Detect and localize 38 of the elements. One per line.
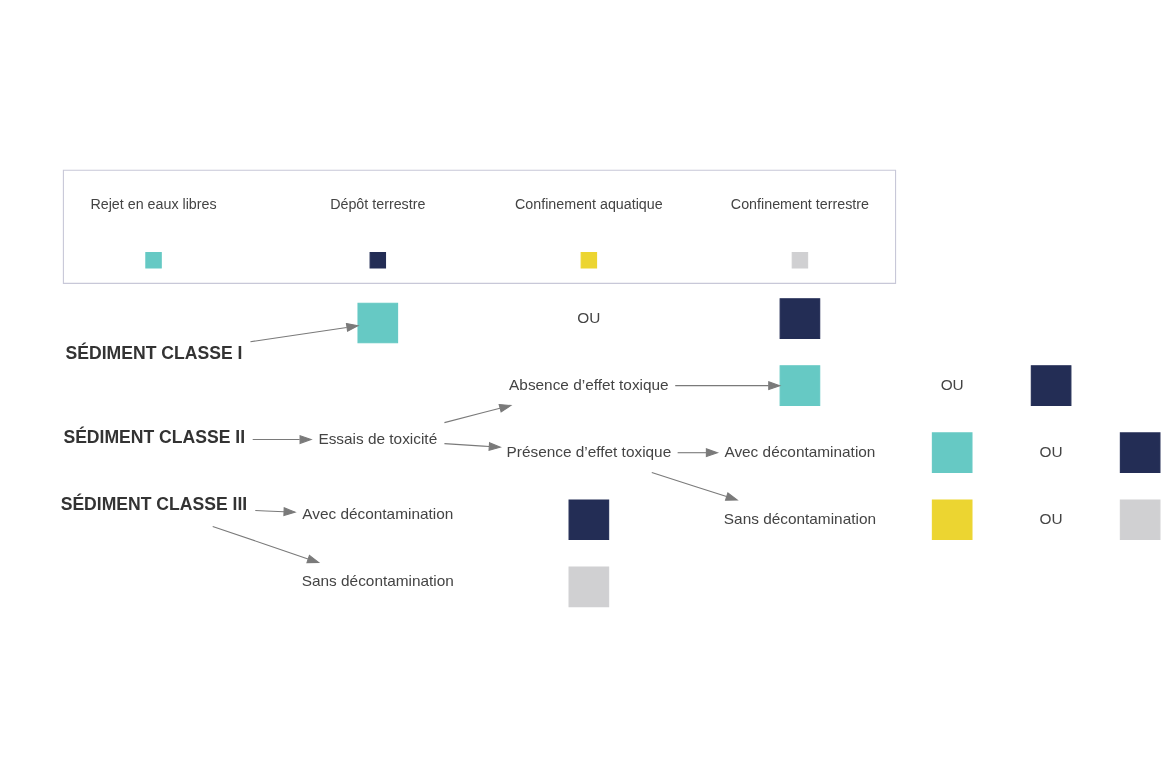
node-box bbox=[1030, 365, 1072, 406]
arrow bbox=[254, 507, 297, 517]
arrow bbox=[249, 322, 360, 343]
node-box bbox=[779, 298, 821, 339]
node-text: Présence d’effet toxique bbox=[506, 442, 672, 460]
label: OU bbox=[940, 375, 964, 393]
node-box bbox=[62, 169, 897, 284]
node-text: Absence d’effet toxique bbox=[509, 375, 669, 393]
arrow bbox=[212, 525, 321, 564]
legend-label: Rejet en eaux libres bbox=[90, 196, 217, 213]
label: OU bbox=[577, 308, 601, 326]
node-text: SÉDIMENT CLASSE II bbox=[63, 426, 246, 447]
node-text: SÉDIMENT CLASSE I bbox=[65, 343, 243, 364]
legend-label: Confinement terrestre bbox=[730, 196, 869, 213]
label: OU bbox=[1039, 442, 1063, 460]
node-text: Essais de toxicité bbox=[318, 429, 438, 447]
node-box bbox=[357, 302, 399, 344]
legend-label: Confinement aquatique bbox=[515, 196, 663, 213]
node-text: Sans décontamination bbox=[301, 572, 454, 590]
arrow bbox=[651, 472, 739, 501]
node-box bbox=[568, 499, 610, 541]
legend-label: Dépôt terrestre bbox=[330, 196, 426, 213]
node-text: Avec décontamination bbox=[302, 505, 454, 523]
node-box bbox=[1119, 432, 1161, 474]
arrow bbox=[252, 434, 313, 445]
arrow bbox=[677, 448, 720, 458]
label: OU bbox=[1039, 509, 1063, 527]
arrow bbox=[674, 381, 782, 391]
node-box bbox=[931, 499, 973, 541]
node-text: Sans décontamination bbox=[723, 509, 876, 527]
node-text: SÉDIMENT CLASSE III bbox=[60, 493, 248, 514]
node-box bbox=[1119, 499, 1161, 541]
arrow bbox=[443, 441, 502, 452]
arrow bbox=[443, 403, 513, 424]
node-box bbox=[931, 432, 973, 474]
node-box bbox=[568, 566, 610, 608]
node-box bbox=[779, 365, 821, 406]
node-text: Avec décontamination bbox=[724, 442, 876, 460]
